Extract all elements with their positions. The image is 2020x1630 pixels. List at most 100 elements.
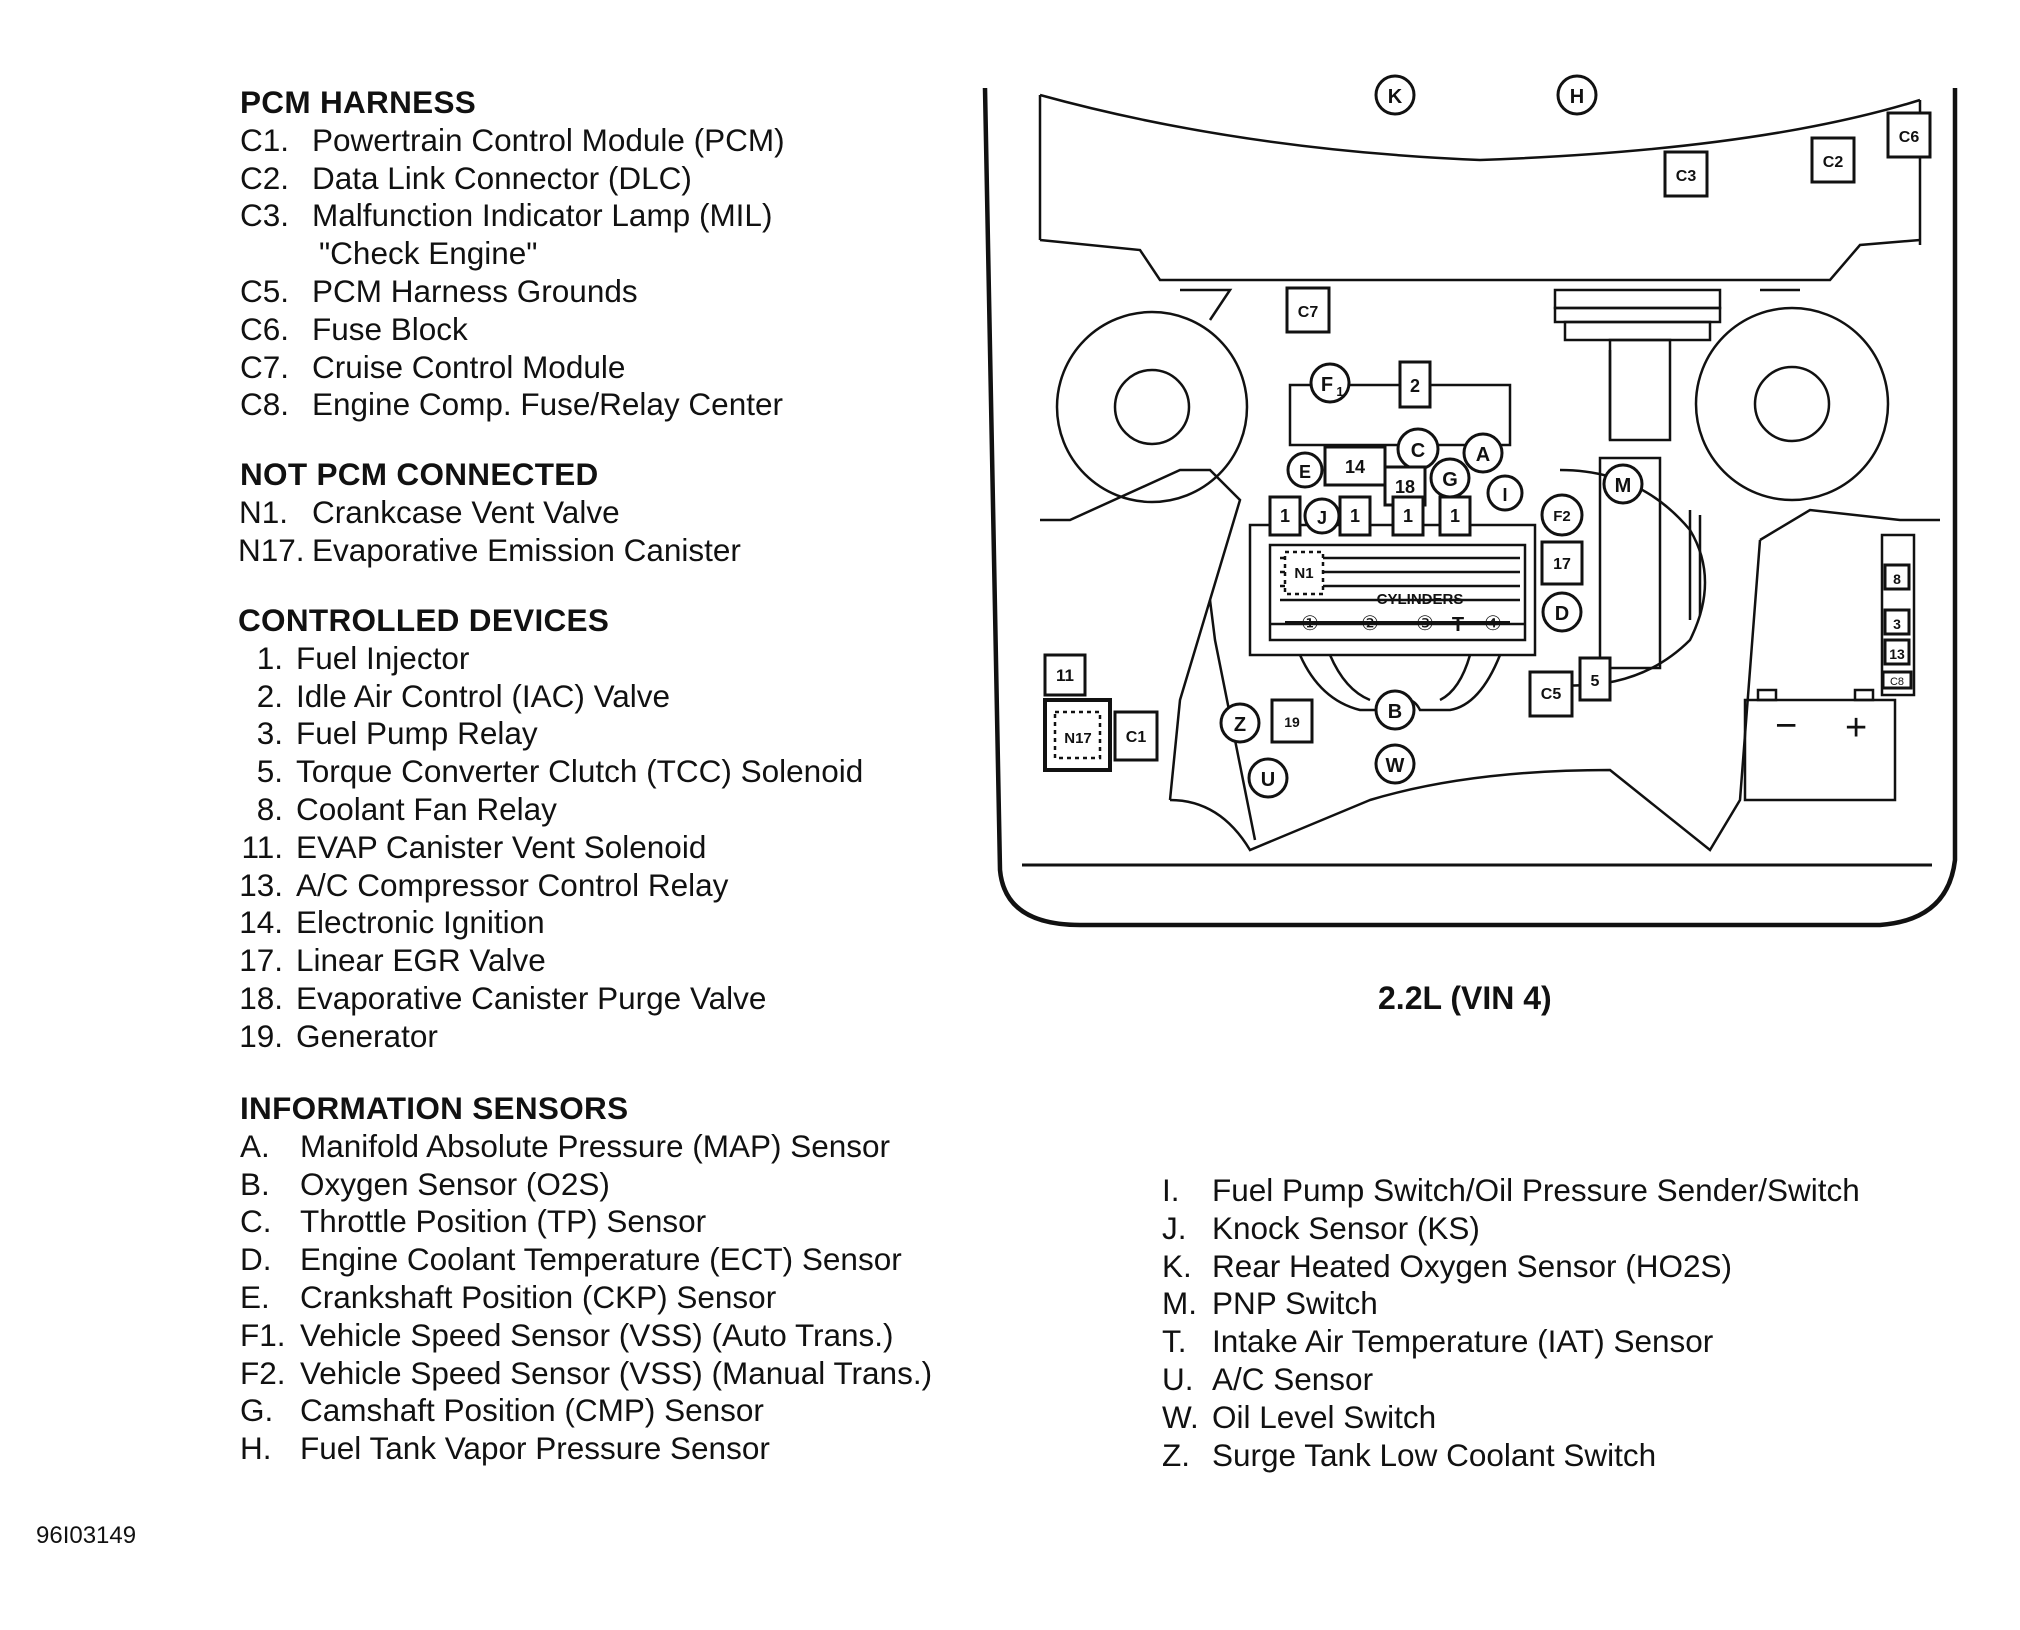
legend-text: Vehicle Speed Sensor (VSS) (Auto Trans.) xyxy=(300,1316,894,1353)
legend-text: Fuel Pump Relay xyxy=(296,715,538,752)
legend-code: T. xyxy=(1162,1323,1187,1360)
legend-code: E. xyxy=(240,1278,270,1315)
right-strut-inner xyxy=(1753,365,1831,443)
callout-k-ring xyxy=(1374,74,1416,116)
callout-17-box xyxy=(1540,540,1584,586)
callout-c8: C8 xyxy=(1890,676,1904,688)
evap-canister-box xyxy=(1043,698,1112,772)
legend-text: Vehicle Speed Sensor (VSS) (Manual Trans… xyxy=(300,1354,933,1391)
left-rail xyxy=(1180,288,1233,321)
callout-n17: N17 xyxy=(1064,730,1092,747)
legend-text: Generator xyxy=(296,1017,438,1054)
legend-text: Cruise Control Module xyxy=(312,348,626,385)
legend-code: C5. xyxy=(240,272,290,309)
legend-item: C8.Engine Comp. Fuse/Relay Center xyxy=(240,386,783,424)
right-fender-line xyxy=(1759,508,1940,542)
air-cleaner-top xyxy=(1553,288,1722,310)
legend-code: I. xyxy=(1162,1172,1180,1208)
legend-item: C2.Data Link Connector (DLC) xyxy=(240,159,692,198)
legend-item: N17.Evaporative Emission Canister xyxy=(238,532,741,570)
legend-text: Engine Coolant Temperature (ECT) Sensor xyxy=(300,1241,902,1278)
callout-13: 13 xyxy=(1889,646,1905,662)
legend-text: Oil Level Switch xyxy=(1212,1398,1437,1435)
callout-c5-box xyxy=(1528,670,1574,718)
legend-text: "Check Engine" xyxy=(319,235,538,272)
legend-item: 2.Idle Air Control (IAC) Valve xyxy=(238,678,670,716)
callout-b-ring xyxy=(1374,689,1416,731)
pcm-harness-section: PCM HARNESS C1.Powertrain Control Module… xyxy=(240,84,785,424)
callout-g: G xyxy=(1442,469,1458,491)
legend-code: F2. xyxy=(240,1354,286,1391)
information-sensors-list: A.Manifold Absolute Pressure (MAP) Senso… xyxy=(240,1128,932,1468)
legend-text: EVAP Canister Vent Solenoid xyxy=(296,828,707,865)
callout-f2-ring xyxy=(1540,493,1584,537)
legend-item: 14. Electronic Ignition xyxy=(238,904,609,942)
front-crossmember xyxy=(1169,539,1762,852)
legend-code: C1. xyxy=(240,121,290,158)
legend-text: A/C Sensor xyxy=(1212,1360,1374,1397)
callout-c7: C7 xyxy=(1298,304,1319,321)
legend-text: Electronic Ignition xyxy=(296,904,545,941)
legend-item: 1.Fuel Injector xyxy=(238,640,609,678)
legend-text: Crankcase Vent Valve xyxy=(312,493,620,530)
legend-code: 14. xyxy=(239,904,283,941)
legend-item: C7.Cruise Control Module xyxy=(240,349,625,387)
callout-d: D xyxy=(1555,603,1569,625)
legend-item: 8.Coolant Fan Relay xyxy=(238,791,609,829)
callout-13-box xyxy=(1883,638,1911,666)
callout-t: T xyxy=(1452,614,1464,636)
callout-m-ring xyxy=(1602,463,1644,505)
legend-item: F2. Vehicle Speed Sensor (VSS) (Manual Tr… xyxy=(240,1354,932,1393)
legend-item: 3.Fuel Pump Relay xyxy=(238,715,609,753)
left-fender-line xyxy=(1040,468,1242,801)
legend-item: "Check Engine" xyxy=(240,235,538,273)
callout-a: A xyxy=(1476,444,1490,466)
legend-code: B. xyxy=(240,1165,270,1202)
battery-pos-post xyxy=(1853,688,1875,702)
legend-code: 11. xyxy=(241,828,283,865)
callout-k: K xyxy=(1388,86,1403,108)
legend-text: Manifold Absolute Pressure (MAP) Sensor xyxy=(300,1127,891,1164)
legend-item: 19.Generator xyxy=(238,1018,609,1056)
callout-f2: F2 xyxy=(1553,508,1571,525)
legend-code: 5. xyxy=(256,753,283,790)
legend-text: Throttle Position (TP) Sensor xyxy=(300,1203,707,1240)
left-strut-outer xyxy=(1055,310,1249,504)
callout-w-ring xyxy=(1374,743,1416,785)
callout-i: I xyxy=(1502,485,1507,505)
callout-2-box xyxy=(1398,360,1432,409)
legend-text: Rear Heated Oxygen Sensor (HO2S) xyxy=(1212,1247,1732,1284)
legend-item: C1.Powertrain Control Module (PCM) xyxy=(240,121,785,160)
legend-code: 13. xyxy=(239,866,283,903)
callout-a-ring xyxy=(1462,432,1504,474)
legend-text: Torque Converter Clutch (TCC) Solenoid xyxy=(296,753,864,790)
legend-code: 17. xyxy=(239,942,283,979)
legend-item: C.Throttle Position (TP) Sensor xyxy=(240,1203,706,1241)
n17-canister-dashed xyxy=(1053,710,1102,760)
legend-item: G.Camshaft Position (CMP) Sensor xyxy=(240,1392,764,1430)
left-strut-inner xyxy=(1113,368,1191,446)
legend-text: Engine Comp. Fuse/Relay Center xyxy=(312,386,783,423)
callout-3: 3 xyxy=(1893,616,1901,632)
callout-18: 18 xyxy=(1395,477,1415,497)
cylinder-1: ① xyxy=(1301,613,1319,635)
battery-neg-post xyxy=(1756,688,1778,702)
callout-j: J xyxy=(1317,508,1327,528)
legend-code: F1. xyxy=(240,1316,286,1353)
callout-1: 1 xyxy=(1280,506,1290,526)
legend-item: D.Engine Coolant Temperature (ECT) Senso… xyxy=(240,1241,902,1279)
legend-code: C2. xyxy=(240,159,290,196)
callout-c1: C1 xyxy=(1126,729,1147,746)
callout-c1-box xyxy=(1113,710,1159,762)
callout-11-box xyxy=(1043,653,1087,697)
callout-n1: N1 xyxy=(1294,565,1313,582)
callout-1: 1 xyxy=(1403,506,1413,526)
callout-19: 19 xyxy=(1284,714,1300,730)
legend-code: N1. xyxy=(238,493,288,530)
legend-item: 13.A/C Compressor Control Relay xyxy=(238,867,728,905)
callout-c6-box xyxy=(1886,111,1932,159)
legend-code: 2. xyxy=(256,677,283,714)
